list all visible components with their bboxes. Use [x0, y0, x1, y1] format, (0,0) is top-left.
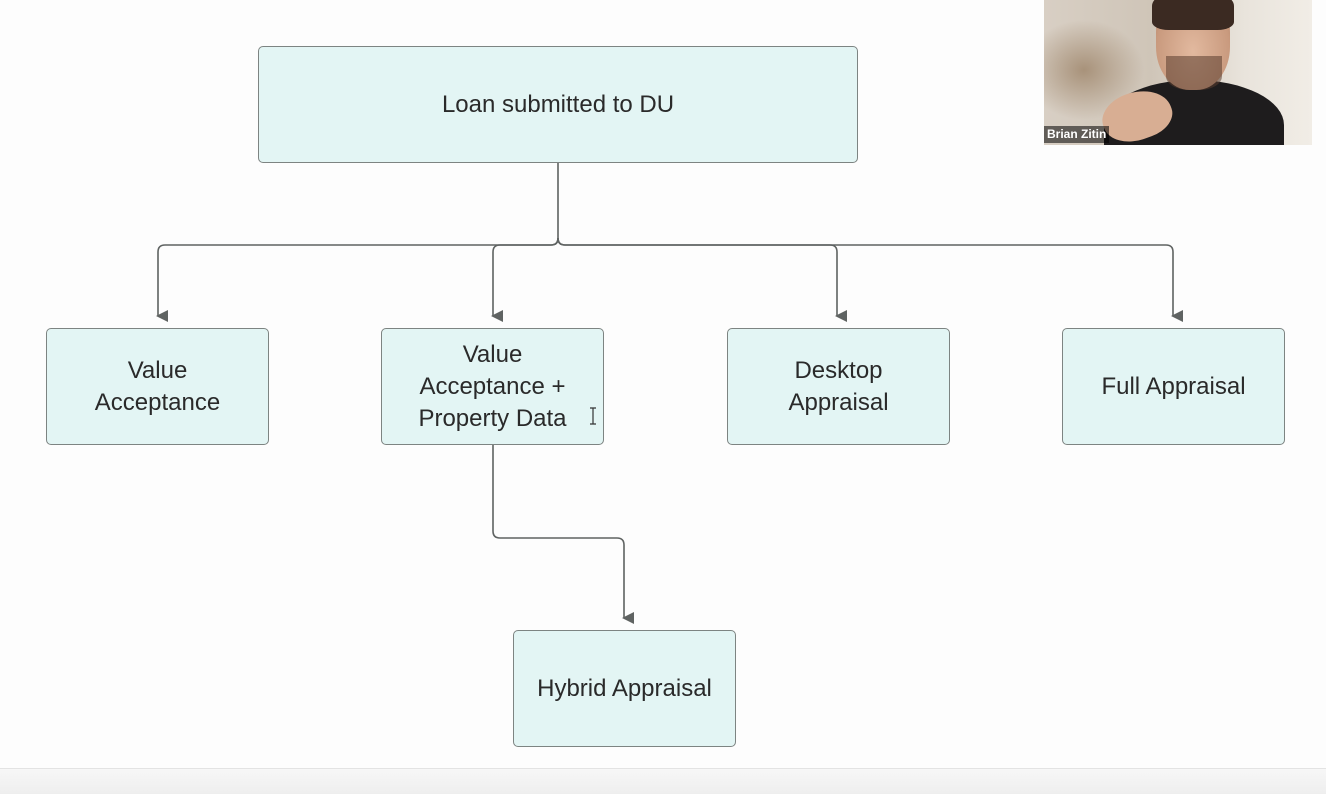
participant-hair	[1152, 0, 1234, 30]
node-hybrid-appraisal-label: Hybrid Appraisal	[537, 674, 712, 702]
node-desktop-appraisal[interactable]: Desktop Appraisal	[727, 328, 950, 445]
node-full-appraisal-label: Full Appraisal	[1101, 372, 1246, 400]
participant-name-label: Brian Zitin	[1044, 126, 1110, 143]
node-desktop-appraisal-label: Desktop Appraisal	[788, 356, 889, 416]
node-value-acceptance-property-data-label: Value Acceptance + Property Data	[418, 340, 567, 432]
participant-beard	[1166, 56, 1222, 90]
node-value-acceptance[interactable]: Value Acceptance	[46, 328, 269, 445]
participant-video-tile[interactable]: Brian Zitin	[1044, 0, 1312, 145]
text-cursor-icon	[590, 407, 596, 425]
connector-to-value-acceptance-property-data	[491, 237, 559, 322]
node-value-acceptance-property-data[interactable]: Value Acceptance + Property Data	[381, 328, 604, 445]
connector-to-hybrid-appraisal	[492, 444, 634, 624]
connector-to-full-appraisal	[557, 237, 1183, 322]
connector-root-trunk	[156, 162, 559, 322]
node-full-appraisal[interactable]: Full Appraisal	[1062, 328, 1285, 445]
bottom-bar	[0, 768, 1326, 794]
node-loan-submitted[interactable]: Loan submitted to DU	[258, 46, 858, 163]
node-value-acceptance-label: Value Acceptance	[94, 356, 221, 416]
node-hybrid-appraisal[interactable]: Hybrid Appraisal	[513, 630, 736, 747]
connector-to-desktop-appraisal	[557, 237, 847, 322]
node-loan-submitted-label: Loan submitted to DU	[441, 90, 675, 118]
